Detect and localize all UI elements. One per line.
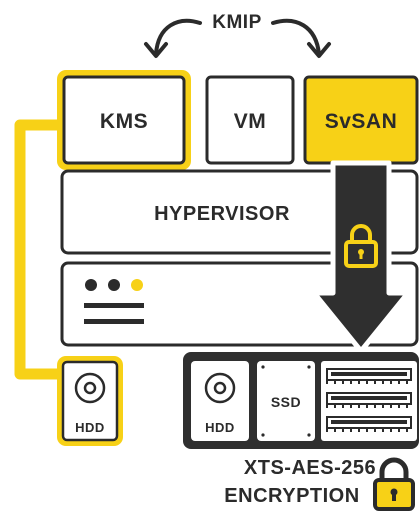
vm-box: VM (205, 75, 295, 165)
hdd-right-disk-icon (204, 372, 236, 404)
hdd-right: HDD (191, 361, 249, 441)
svsan-label: SvSAN (325, 110, 398, 133)
kms-hdd-link (14, 119, 62, 380)
hdd-left-disk-icon (74, 372, 106, 404)
hdd-left-label: HDD (75, 420, 105, 435)
memory-modules (321, 361, 417, 441)
ssd: SSD (257, 361, 315, 441)
server-led-2 (108, 279, 120, 291)
server-slot-1 (84, 303, 144, 308)
kmip-label: KMIP (212, 12, 262, 33)
kmip-right-arrow (271, 18, 331, 58)
server-led-1 (85, 279, 97, 291)
server-slot-2 (84, 319, 144, 324)
encryption-line1: XTS-AES-256 (244, 457, 376, 479)
ram-stick-3-icon (326, 416, 412, 432)
encryption-flow-arrow (311, 160, 411, 354)
ssd-label: SSD (271, 394, 301, 410)
hypervisor-box: HYPERVISOR (60, 169, 419, 255)
kms-box: KMS (57, 70, 191, 170)
vm-label: VM (234, 110, 267, 133)
hdd-left: HDD (57, 356, 123, 446)
ram-stick-1-icon (326, 368, 412, 384)
kmip-left-arrow (144, 18, 202, 58)
server-led-3 (131, 279, 143, 291)
server-box (60, 261, 419, 347)
ram-stick-2-icon (326, 392, 412, 408)
encryption-line2: ENCRYPTION (224, 485, 359, 507)
storage-array: HDD SSD (183, 352, 419, 449)
svsan-box: SvSAN (303, 75, 419, 165)
kms-label: KMS (100, 110, 148, 133)
encryption-lock-icon (373, 457, 415, 511)
hypervisor-label: HYPERVISOR (154, 203, 290, 225)
hdd-right-label: HDD (205, 420, 235, 435)
arrow-lock-icon (344, 224, 378, 268)
